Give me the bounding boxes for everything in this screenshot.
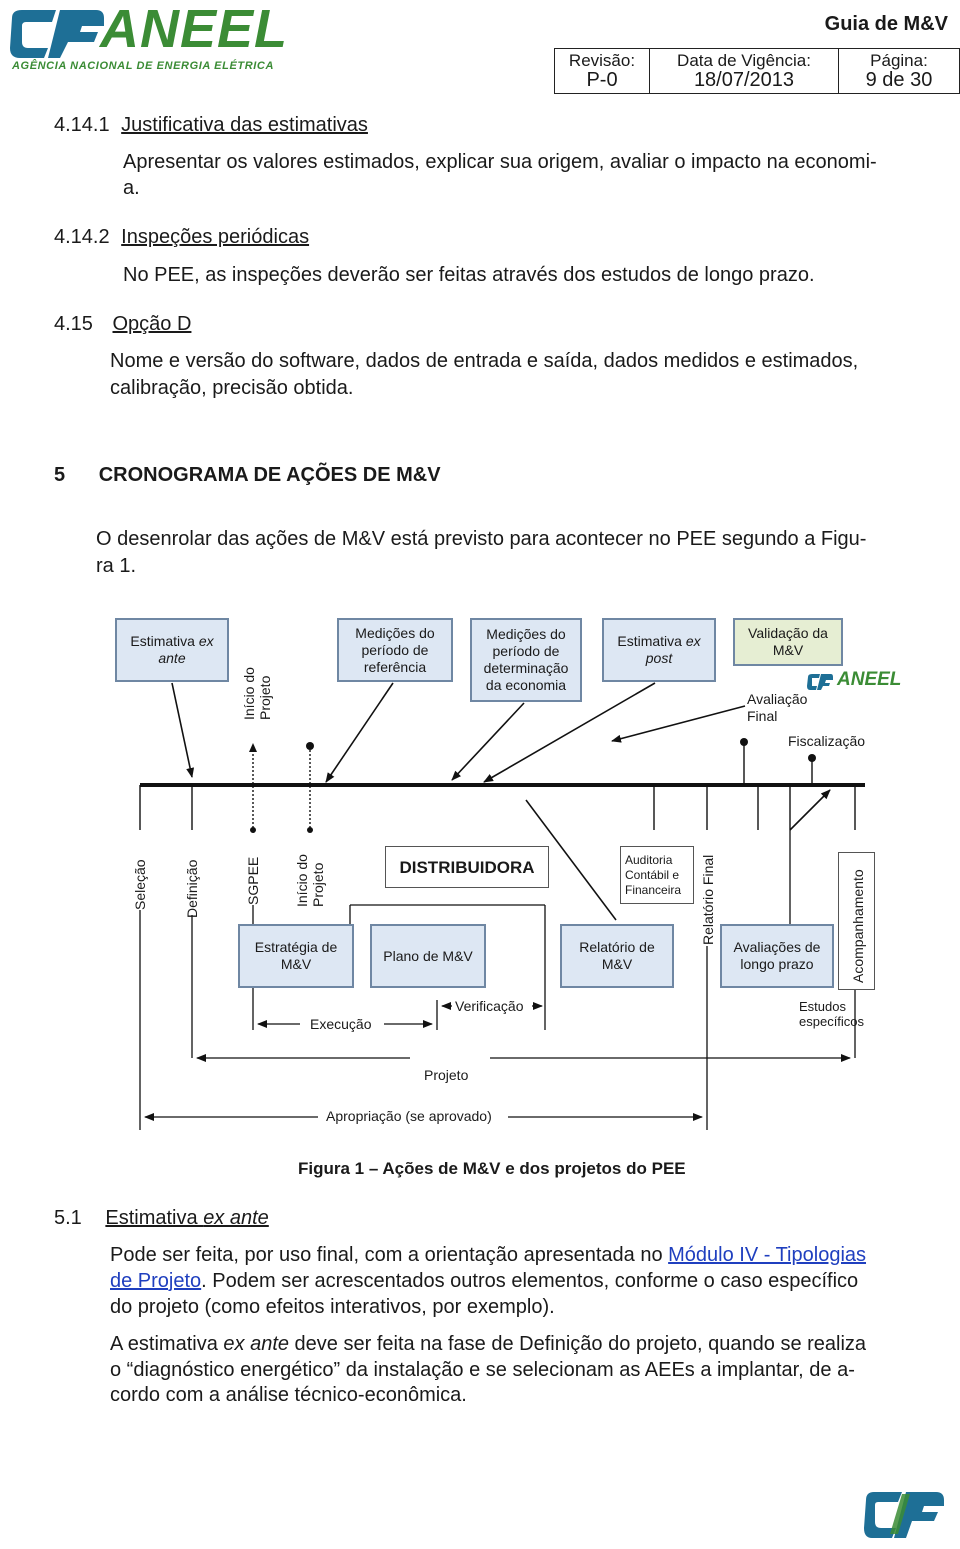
label-apropriacao: Apropriação (se aprovado) (326, 1108, 492, 1124)
section-4-15-text-line1: Nome e versão do software, dados de entr… (110, 350, 859, 372)
label-avaliacao-final: Avaliação Final (747, 691, 807, 725)
label-line: Início do (241, 667, 257, 720)
vigencia-value: 18/07/2013 (693, 69, 795, 91)
revisao-value: P-0 (586, 69, 618, 91)
footer-logo-icon (864, 1492, 944, 1538)
section-4-14-2-text: No PEE, as inspeções deverão ser feitas … (123, 264, 815, 286)
box-distribuidora: DISTRIBUIDORA (385, 846, 549, 888)
label-projeto: Projeto (424, 1067, 469, 1083)
section-5-1-p2-line2: o “diagnóstico energético” da instalação… (110, 1359, 855, 1381)
vigencia-cell: Data de Vigência: 18/07/2013 (649, 48, 839, 94)
box-validacao: Validação da M&V (733, 618, 843, 666)
label-line: Avaliação (747, 691, 808, 707)
text-span: Pode ser feita, por uso final, com a ori… (110, 1244, 669, 1266)
label-sgpee: SGPEE (245, 856, 261, 905)
text-span: A estimativa (110, 1333, 224, 1355)
section-5-1-p1-line3: do projeto (como efeitos interativos, po… (110, 1296, 555, 1318)
section-4-15-heading: 4.15 Opção D (54, 311, 191, 337)
pagina-cell: Página: 9 de 30 (838, 48, 960, 94)
text-span: . Podem ser acrescentados outros element… (201, 1270, 859, 1292)
revisao-cell: Revisão: P-0 (554, 48, 650, 94)
section-5-text-line2: ra 1. (96, 555, 137, 577)
link-de-projeto[interactable]: de Projeto (110, 1270, 202, 1292)
section-5-1-p2-line3: cordo com a análise técnico-econômica. (110, 1384, 467, 1406)
ex-post-word2: ex (685, 633, 701, 649)
box-acompanhamento: Acompanhamento (838, 852, 875, 990)
section-number: 4.15 (54, 313, 93, 335)
label-line: Projeto (310, 862, 326, 907)
label-estudos: Estudos específicos (799, 999, 864, 1029)
link-modulo-iv[interactable]: Módulo IV - Tipologias (668, 1244, 867, 1266)
title-part: Estimativa (105, 1207, 204, 1229)
label-line: Estudos (799, 999, 846, 1014)
text-span: deve ser feita na fase de Definição do p… (289, 1333, 867, 1355)
section-title: Justificativa das estimativas (121, 114, 368, 136)
title-part-italic: ex ante (203, 1207, 269, 1229)
section-4-14-1-text-line1: Apresentar os valores estimados, explica… (123, 151, 877, 173)
revisao-label: Revisão: (568, 51, 636, 70)
pagina-value: 9 de 30 (865, 69, 933, 91)
acompanhamento-text: Acompanhamento (850, 869, 866, 983)
box-plano: Plano de M&V (370, 924, 486, 988)
section-title: Opção D (112, 313, 192, 335)
label-selecao: Seleção (132, 859, 148, 910)
section-5-heading: 5 CRONOGRAMA DE AÇÕES DE M&V (54, 462, 441, 488)
label-line: Início do (294, 854, 310, 907)
section-5-text-line1: O desenrolar das ações de M&V está previ… (96, 528, 867, 550)
section-5-1-heading: 5.1 Estimativa ex ante (54, 1205, 269, 1231)
box-relatorio: Relatório de M&V (560, 924, 674, 988)
ex-post-word3: post (645, 650, 673, 666)
section-number: 5.1 (54, 1207, 82, 1229)
box-medicoes-referencia: Medições do período de referência (337, 618, 453, 682)
aneel-logo: ANEEL AGÊNCIA NACIONAL DE ENERGIA ELÉTRI… (8, 0, 287, 74)
aneel-logo-mark-icon (10, 10, 104, 58)
ex-ante-word2: ex (198, 633, 214, 649)
section-5-1-p1-line2: de Projeto. Podem ser acrescentados outr… (110, 1268, 858, 1294)
section-5-1-p1-line1: Pode ser feita, por uso final, com a ori… (110, 1242, 866, 1268)
doc-title: Guia de M&V (824, 13, 948, 35)
label-inicio-projeto-top: Início do Projeto (241, 667, 273, 720)
label-verificacao: Verificação (455, 998, 524, 1014)
mini-logo-mark-icon (807, 674, 833, 690)
label-line: Projeto (257, 675, 273, 720)
label-relatorio-final: Relatório Final (700, 854, 716, 945)
section-number: 5 (54, 464, 66, 486)
ex-ante-word1: Estimativa (130, 633, 199, 649)
label-fiscalizacao: Fiscalização (788, 733, 866, 749)
pagina-label: Página: (870, 51, 928, 70)
section-4-14-2-heading: 4.14.2 Inspeções periódicas (54, 224, 309, 250)
section-title: Estimativa ex ante (105, 1207, 268, 1229)
ex-post-word1: Estimativa (617, 633, 686, 649)
logo-text: ANEEL (100, 0, 289, 59)
box-auditoria: Auditoria Contábil e Financeira (620, 846, 694, 904)
section-title: Inspeções periódicas (121, 226, 310, 248)
box-estrategia: Estratégia de M&V (238, 924, 354, 988)
section-5-1-p2-line1: A estimativa ex ante deve ser feita na f… (110, 1331, 866, 1357)
section-4-14-1-text-line2: a. (123, 177, 140, 199)
label-execucao: Execução (310, 1016, 372, 1032)
label-inicio-projeto-bottom: Início do Projeto (294, 854, 326, 907)
label-definicao: Definição (184, 859, 200, 918)
section-number: 4.14.1 (54, 114, 110, 136)
text-span-italic: ex ante (223, 1333, 289, 1355)
ex-ante-word3: ante (158, 650, 186, 666)
section-4-14-1-heading: 4.14.1 Justificativa das estimativas (54, 112, 368, 138)
label-line: específicos (799, 1014, 865, 1029)
box-avaliacoes: Avaliações de longo prazo (720, 924, 834, 988)
mini-aneel-logo: ANEEL (806, 669, 901, 692)
section-title: CRONOGRAMA DE AÇÕES DE M&V (98, 464, 441, 486)
vigencia-label: Data de Vigência: (677, 51, 811, 70)
section-number: 4.14.2 (54, 226, 110, 248)
logo-subtitle: AGÊNCIA NACIONAL DE ENERGIA ELÉTRICA (12, 60, 274, 72)
mini-logo-text: ANEEL (837, 669, 902, 690)
label-line: Final (747, 708, 778, 724)
section-4-15-text-line2: calibração, precisão obtida. (110, 377, 354, 399)
figure-caption: Figura 1 – Ações de M&V e dos projetos d… (298, 1159, 686, 1178)
box-medicoes-determinacao: Medições do período de determinação da e… (470, 618, 582, 702)
